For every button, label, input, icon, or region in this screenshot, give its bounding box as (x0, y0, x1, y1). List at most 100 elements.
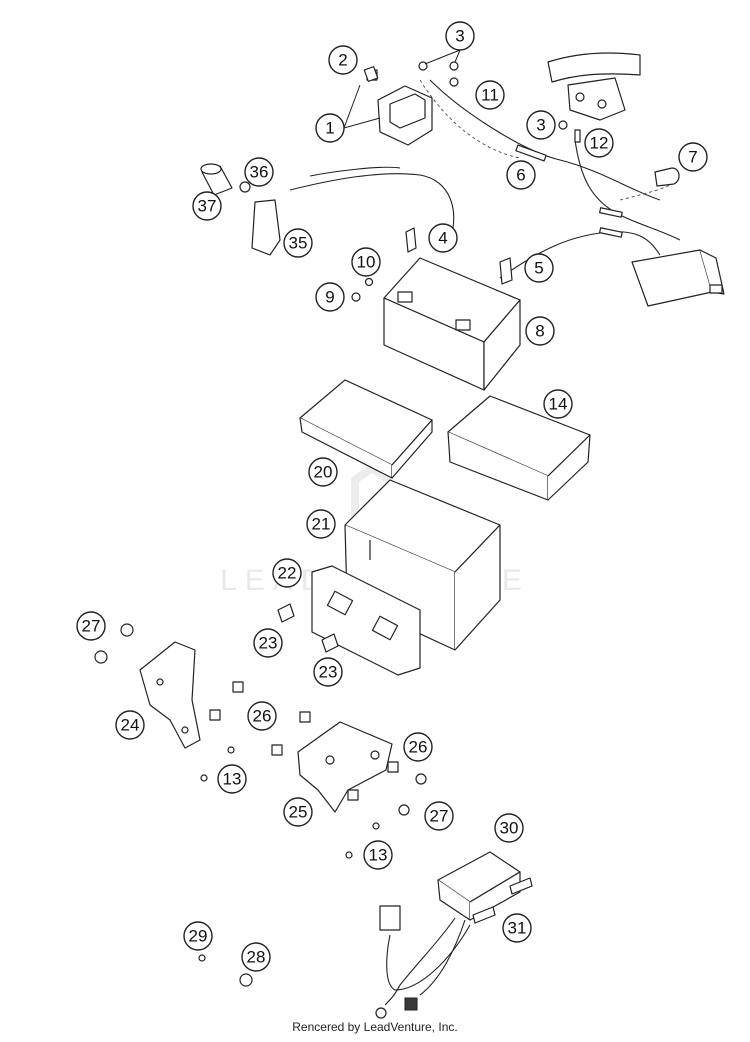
svg-text:4: 4 (438, 229, 447, 248)
leader-lines (343, 49, 461, 129)
callout: 9 (315, 282, 345, 312)
screw-13-d (345, 851, 353, 859)
callout: 29 (183, 921, 213, 951)
battery-cover (299, 379, 433, 479)
callout: 13 (217, 764, 247, 794)
rubber-tray (447, 395, 591, 501)
svg-text:36: 36 (250, 163, 269, 182)
svg-text:8: 8 (535, 322, 544, 341)
connector (379, 905, 401, 931)
bracket-24 (139, 641, 201, 749)
callout: 10 (351, 247, 381, 277)
svg-text:13: 13 (369, 846, 388, 865)
callout: 4 (428, 223, 458, 253)
callout: 36 (244, 157, 274, 187)
terminal-cap (654, 167, 680, 187)
callout: 6 (506, 160, 536, 190)
terminal-4 (405, 227, 417, 253)
screw-3-right (558, 120, 568, 130)
washer-36 (239, 181, 251, 193)
ring-terminal (375, 1007, 387, 1019)
callout: 8 (525, 316, 555, 346)
callout: 1 (315, 113, 345, 143)
svg-text:26: 26 (409, 738, 428, 757)
svg-text:2: 2 (338, 51, 347, 70)
screw-23-b (321, 633, 339, 653)
svg-text:9: 9 (325, 288, 334, 307)
callout: 11 (475, 80, 505, 110)
clip-26-e (387, 761, 399, 773)
cable-sleeve-3 (599, 227, 623, 238)
svg-text:13: 13 (223, 770, 242, 789)
svg-text:6: 6 (516, 166, 525, 185)
callout: 3 (526, 110, 556, 140)
svg-text:14: 14 (549, 395, 568, 414)
callout: 12 (584, 128, 614, 158)
terminal-12 (574, 129, 581, 143)
callout: 24 (115, 710, 145, 740)
svg-text:3: 3 (536, 116, 545, 135)
screw-29 (198, 954, 206, 962)
svg-text:35: 35 (289, 234, 308, 253)
holder-plate (311, 565, 421, 676)
callout: 37 (192, 191, 222, 221)
callout: 35 (283, 228, 313, 258)
fuse (363, 66, 379, 82)
cap-37 (200, 163, 233, 196)
battery-box (344, 479, 501, 651)
handlebar (547, 52, 641, 121)
callout: 14 (543, 389, 573, 419)
svg-text:23: 23 (319, 663, 338, 682)
callout: 2 (328, 45, 358, 75)
svg-text:12: 12 (590, 134, 609, 153)
bolt-27-a (120, 623, 134, 637)
bolt-27-c (415, 773, 427, 785)
clip-26-d (271, 744, 283, 756)
screw-13-b (200, 774, 208, 782)
harness-c (386, 924, 471, 991)
footer-credit: Rencered by LeadVenture, Inc. (292, 1020, 458, 1034)
battery (383, 257, 521, 391)
callout: 28 (241, 942, 271, 972)
cable-dash-7 (619, 184, 671, 201)
callout: 25 (283, 797, 313, 827)
cable-plus (289, 173, 455, 241)
svg-text:37: 37 (198, 197, 217, 216)
screw-23-a (277, 603, 295, 623)
svg-text:23: 23 (259, 634, 278, 653)
callout: 26 (247, 701, 277, 731)
svg-text:21: 21 (312, 515, 331, 534)
screws-top (418, 61, 459, 87)
bolt-27-d (398, 804, 410, 816)
screw-13-a (227, 746, 235, 754)
starter-relay (366, 69, 433, 146)
callout: 26 (403, 732, 433, 762)
callout: 30 (494, 813, 524, 843)
svg-text:7: 7 (688, 148, 697, 167)
harness-b (419, 919, 466, 996)
starter-motor (631, 249, 725, 307)
svg-text:29: 29 (189, 927, 208, 946)
svg-text:31: 31 (508, 919, 527, 938)
svg-text:20: 20 (314, 463, 333, 482)
svg-text:1: 1 (325, 119, 334, 138)
callout: 7 (678, 142, 708, 172)
nut-28 (239, 973, 253, 987)
nut-10 (364, 277, 374, 287)
bolt-31-a (509, 877, 533, 895)
voltage-regulator (437, 851, 521, 921)
svg-text:22: 22 (278, 564, 297, 583)
callout: 13 (363, 840, 393, 870)
bracket-25 (297, 721, 393, 813)
terminal-5 (499, 257, 513, 285)
callout: 5 (524, 253, 554, 283)
clip-26-c (299, 711, 311, 723)
callouts: 1 2 3 3 4 5 6 7 8 9 10 11 12 13 13 14 20… (76, 21, 708, 972)
svg-text:30: 30 (500, 819, 519, 838)
svg-text:28: 28 (247, 948, 266, 967)
connector-dark (404, 997, 418, 1011)
callout: 23 (313, 657, 343, 687)
svg-text:26: 26 (253, 707, 272, 726)
callout: 21 (306, 509, 336, 539)
